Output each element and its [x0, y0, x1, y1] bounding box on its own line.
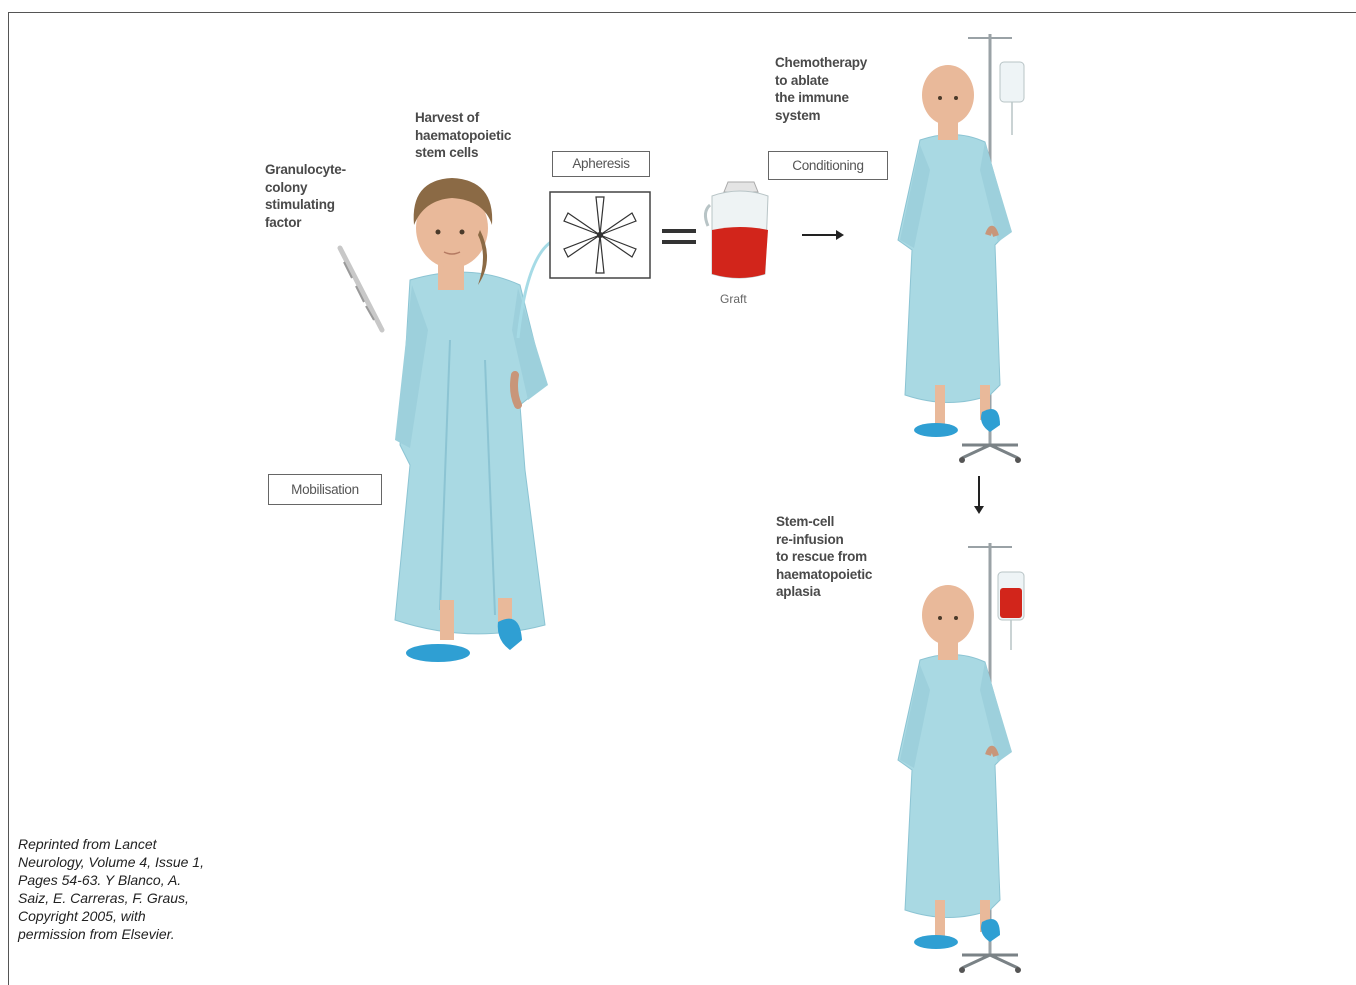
- graft-bag-icon: [703, 181, 769, 279]
- syringe-icon: [337, 245, 385, 333]
- frame-left-border: [8, 12, 9, 985]
- frame-top-border: [8, 12, 1356, 13]
- credit-text: Reprinted from Lancet Neurology, Volume …: [18, 836, 204, 942]
- mobilisation-box: Mobilisation: [268, 474, 382, 505]
- patient-mobilisation-figure: [394, 178, 548, 662]
- conditioning-box: Conditioning: [768, 151, 888, 180]
- graft-label: Graft: [720, 292, 747, 306]
- gcsf-label: Granulocyte- colony stimulating factor: [265, 162, 346, 230]
- right-arrow-icon: [802, 230, 844, 240]
- apheresis-machine-icon: [549, 191, 651, 279]
- equals-icon: [662, 229, 696, 244]
- chemotherapy-label: Chemotherapy to ablate the immune system: [775, 55, 868, 123]
- harvest-label: Harvest of haematopoietic stem cells: [415, 110, 512, 160]
- patient-conditioning-figure: [897, 65, 1012, 437]
- patient-reinfusion-figure: [897, 585, 1012, 949]
- down-arrow-icon: [974, 476, 984, 514]
- apheresis-box: Apheresis: [552, 151, 650, 177]
- reinfusion-label: Stem-cell re-infusion to rescue from hae…: [776, 514, 873, 599]
